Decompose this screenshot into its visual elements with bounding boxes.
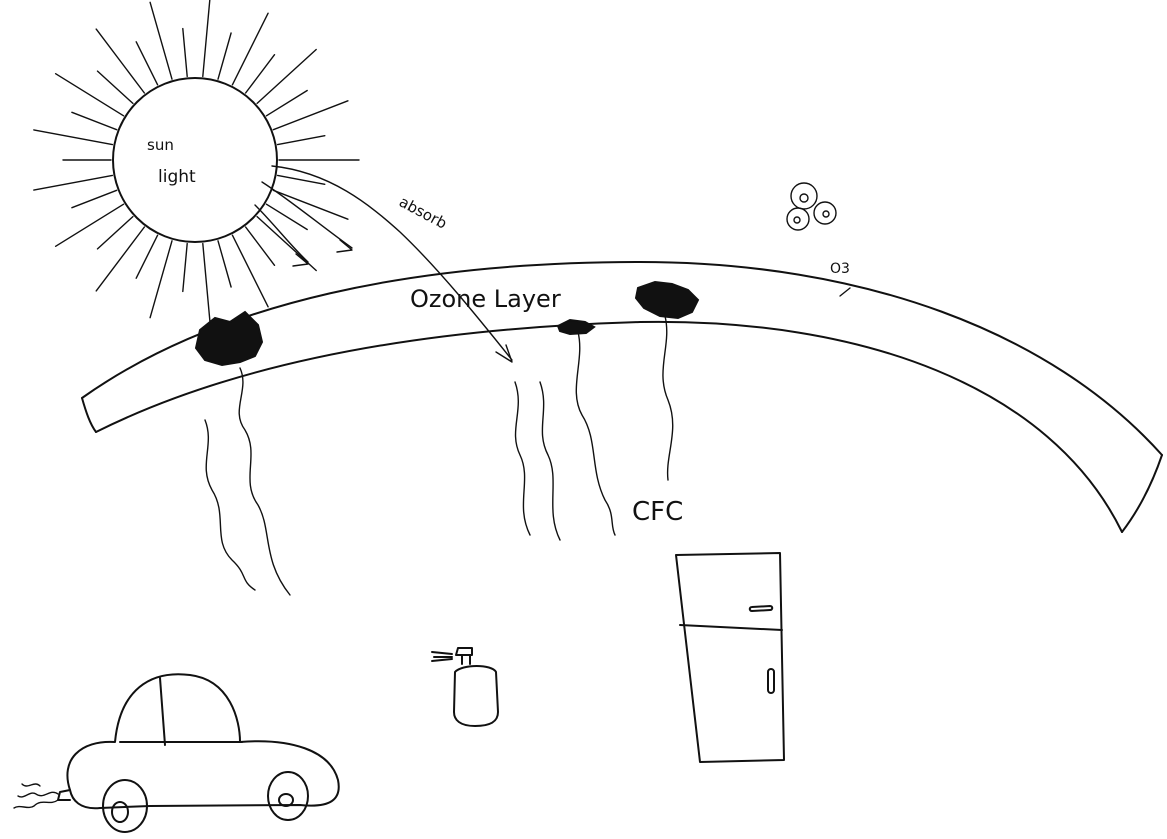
cfc-plumes (205, 316, 673, 595)
sun-ray (96, 29, 144, 93)
sun-ray (218, 241, 231, 287)
sun-ray (203, 244, 210, 324)
ozone-molecule-icon (787, 183, 836, 230)
sun-ray (266, 91, 307, 116)
car-icon (58, 674, 339, 832)
sun-ray (72, 112, 117, 129)
refrigerator-icon (676, 553, 784, 762)
sun-ray (183, 29, 187, 77)
exhaust-fumes (14, 784, 58, 808)
sun-icon (34, 0, 359, 323)
sun-ray (150, 241, 172, 318)
ozone-hole-middle (558, 320, 594, 334)
sun-ray (56, 74, 124, 116)
ozone-hole-left (196, 312, 262, 365)
ozone-hole-right (636, 282, 698, 318)
sun-ray (218, 33, 231, 79)
sun-ray (150, 2, 172, 79)
sun-ray (98, 217, 133, 249)
o3-label: O3 (830, 261, 850, 277)
sun-ray (34, 130, 113, 145)
ozone-layer-band (82, 262, 1162, 532)
sun-ray (246, 55, 275, 93)
sun-ray (183, 244, 187, 292)
sun-ray (203, 0, 210, 76)
sun-ray (232, 13, 268, 85)
sun-label-line1: sun (147, 136, 174, 154)
sun-label-line2: light (158, 167, 196, 187)
sun-ray (72, 190, 117, 207)
sun-ray (278, 136, 325, 145)
sun-ray (257, 217, 316, 271)
sun-ray (246, 227, 275, 265)
sun-rays (34, 0, 359, 323)
cfc-label: CFC (632, 497, 683, 527)
sun-ray (96, 227, 144, 291)
ozone-layer-label: Ozone Layer (410, 285, 561, 313)
sun-ray (136, 235, 157, 278)
sun-ray (136, 42, 157, 85)
sun-ray (56, 204, 124, 246)
sun-ray (34, 175, 113, 190)
spray-can-icon (432, 648, 498, 726)
sun-ray (232, 235, 268, 307)
sun-ray (98, 71, 133, 103)
o3-pointer (840, 288, 850, 296)
sun-ray (257, 50, 316, 104)
sun-ray (266, 204, 307, 229)
absorb-label: absorb (396, 193, 450, 233)
